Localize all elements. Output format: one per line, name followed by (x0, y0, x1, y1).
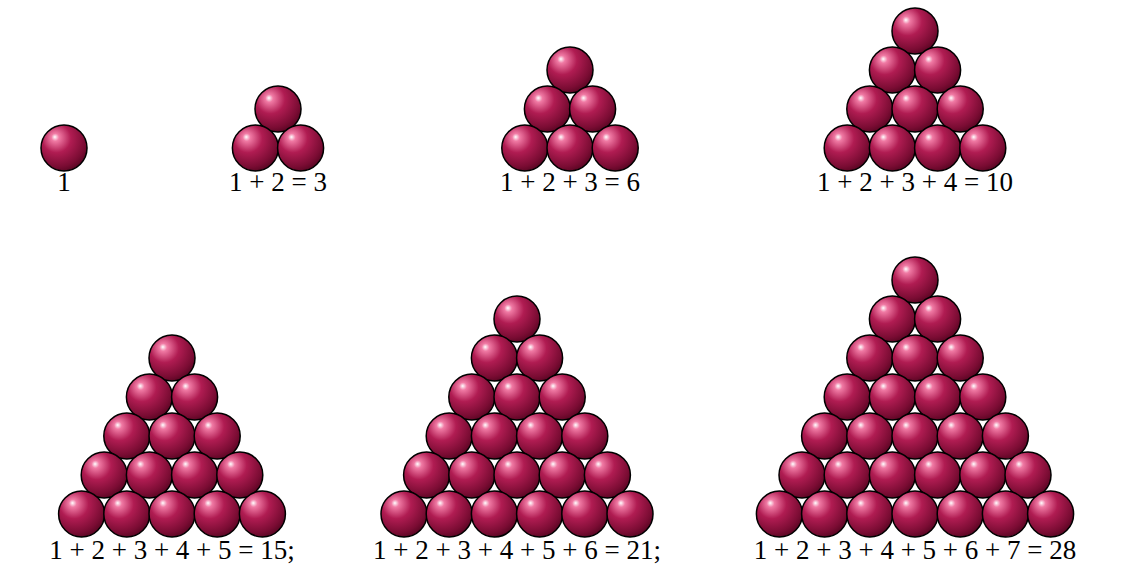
ball (869, 296, 915, 342)
ball (81, 452, 127, 498)
ball (524, 86, 570, 132)
ball (869, 125, 915, 171)
sum-label: 1 + 2 = 3 (229, 168, 327, 198)
ball (255, 86, 301, 132)
ball (802, 491, 848, 537)
ball (937, 413, 983, 459)
ball (892, 8, 938, 54)
ball (570, 86, 616, 132)
ball (847, 413, 893, 459)
ball (892, 257, 938, 303)
ball (1005, 452, 1051, 498)
ball (802, 413, 848, 459)
ball (539, 452, 585, 498)
ball (824, 452, 870, 498)
ball (892, 335, 938, 381)
ball (592, 125, 638, 171)
ball (494, 374, 540, 420)
ball (892, 491, 938, 537)
ball (232, 125, 278, 171)
ball (562, 413, 608, 459)
ball (194, 413, 240, 459)
sum-label: 1 + 2 + 3 + 4 + 5 + 6 = 21; (373, 536, 661, 566)
ball (149, 335, 195, 381)
ball (449, 452, 495, 498)
ball (149, 413, 195, 459)
ball (847, 491, 893, 537)
ball (517, 413, 563, 459)
ball (172, 374, 218, 420)
ball (547, 47, 593, 93)
ball (915, 296, 961, 342)
ball (824, 125, 870, 171)
ball (449, 374, 495, 420)
ball (982, 491, 1028, 537)
ball (278, 125, 324, 171)
ball (869, 374, 915, 420)
ball (584, 452, 630, 498)
sum-label: 1 + 2 + 3 = 6 (500, 168, 640, 198)
ball (869, 452, 915, 498)
ball (59, 491, 105, 537)
sum-label: 1 + 2 + 3 + 4 + 5 + 6 + 7 = 28 (754, 536, 1077, 566)
ball (1028, 491, 1074, 537)
ball (892, 413, 938, 459)
ball (381, 491, 427, 537)
ball (471, 413, 517, 459)
ball (471, 335, 517, 381)
ball (126, 452, 172, 498)
ball (779, 452, 825, 498)
ball (562, 491, 608, 537)
ball (937, 86, 983, 132)
ball (847, 335, 893, 381)
ball (426, 413, 472, 459)
ball (494, 296, 540, 342)
ball (869, 47, 915, 93)
ball (915, 374, 961, 420)
ball (607, 491, 653, 537)
ball (915, 452, 961, 498)
ball (960, 452, 1006, 498)
ball (104, 413, 150, 459)
ball (960, 374, 1006, 420)
ball (547, 125, 593, 171)
ball (217, 452, 263, 498)
ball (104, 491, 150, 537)
ball (404, 452, 450, 498)
ball (982, 413, 1028, 459)
ball (172, 452, 218, 498)
ball (239, 491, 285, 537)
ball (471, 491, 517, 537)
ball (824, 374, 870, 420)
ball (892, 86, 938, 132)
ball (937, 491, 983, 537)
sum-label: 1 + 2 + 3 + 4 = 10 (817, 168, 1013, 198)
ball (149, 491, 195, 537)
ball (517, 335, 563, 381)
sum-label: 1 + 2 + 3 + 4 + 5 = 15; (49, 536, 295, 566)
ball (915, 47, 961, 93)
sum-label: 1 (57, 168, 71, 198)
ball (915, 125, 961, 171)
ball (194, 491, 240, 537)
ball (756, 491, 802, 537)
ball (502, 125, 548, 171)
ball (539, 374, 585, 420)
ball (517, 491, 563, 537)
ball (937, 335, 983, 381)
ball (426, 491, 472, 537)
ball (494, 452, 540, 498)
ball (126, 374, 172, 420)
ball (960, 125, 1006, 171)
ball (41, 125, 87, 171)
ball (847, 86, 893, 132)
